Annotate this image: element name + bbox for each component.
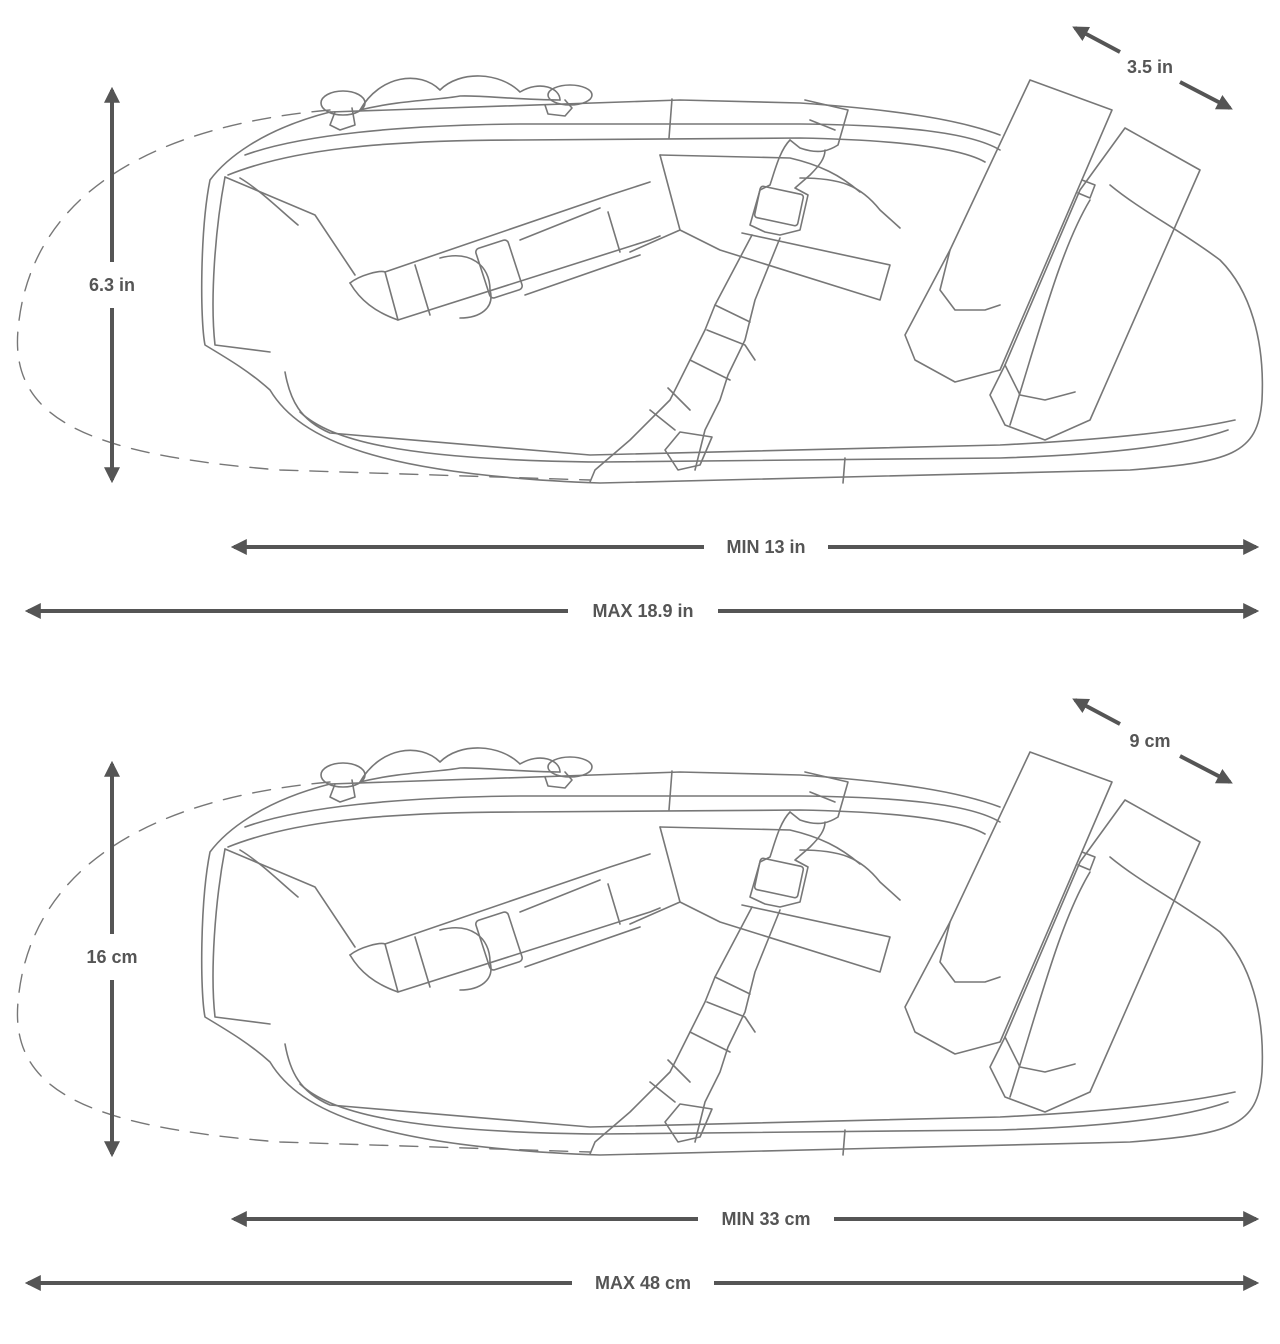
max-length-label: MAX 18.9 in [584,600,702,622]
width-arrow-line-b [1179,754,1233,784]
dimension-panel-metric: 9 cm 16 cm MIN 33 cm MAX 48 cm [0,672,1280,1344]
saddle-bag-drawing [0,26,1280,619]
min-length-label: MIN 13 in [718,536,814,558]
min-length-label: MIN 33 cm [713,1208,819,1230]
width-arrow-line-b [1179,80,1233,110]
max-length-label: MAX 48 cm [586,1272,700,1294]
saddle-bag-drawing [0,698,1280,1291]
width-arrow-line-a [1072,698,1121,726]
height-dimension-label: 6.3 in [80,274,144,296]
width-dimension-label: 3.5 in [1118,56,1182,78]
dimension-panel-imperial: 3.5 in 6.3 in MIN 13 in MAX 18.9 in [0,26,1280,622]
width-dimension-label: 9 cm [1121,730,1179,752]
width-arrow-line-a [1072,26,1121,54]
height-dimension-label: 16 cm [78,946,146,968]
